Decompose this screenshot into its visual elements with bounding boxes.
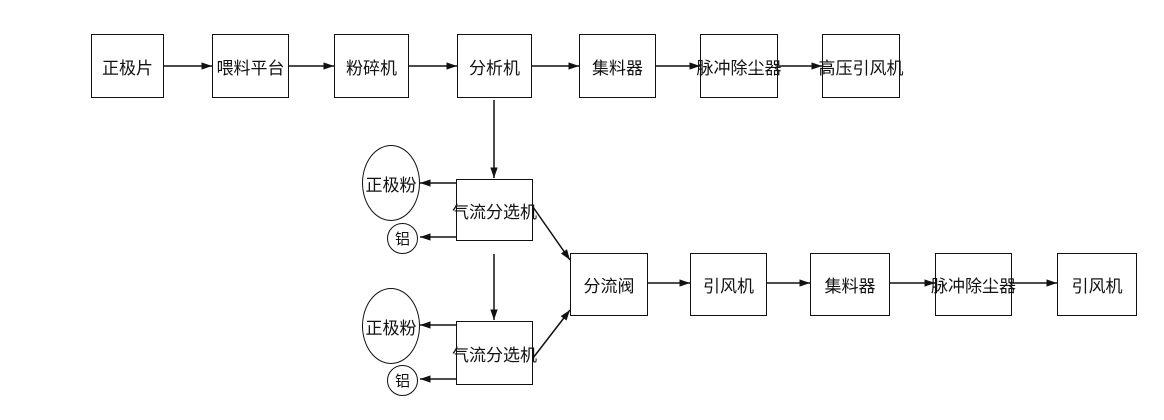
edge-separator-1-to-diverter <box>532 206 571 261</box>
node-diverter-valve: 分流阀 <box>570 253 648 316</box>
node-crusher: 粉碎机 <box>334 34 409 98</box>
node-positive-powder-1: 正极粉 <box>362 145 420 221</box>
node-collector-bottom: 集料器 <box>810 253 890 316</box>
node-pulse-dust-remover-top: 脉冲除尘器 <box>697 34 782 98</box>
node-induced-fan-2: 引风机 <box>1057 253 1137 316</box>
edge-separator-2-to-diverter <box>532 309 571 359</box>
node-collector-top: 集料器 <box>579 34 656 98</box>
node-air-separator-2: 气流分选机 <box>452 321 537 385</box>
node-aluminum-1: 铝 <box>387 223 418 254</box>
node-air-separator-1: 气流分选机 <box>452 179 537 241</box>
node-aluminum-2: 铝 <box>387 365 418 396</box>
node-feeding-platform: 喂料平台 <box>212 34 289 98</box>
node-induced-fan-1: 引风机 <box>690 253 767 316</box>
node-positive-sheet: 正极片 <box>91 34 164 98</box>
node-hp-induced-fan: 高压引风机 <box>819 34 904 98</box>
node-positive-powder-2: 正极粉 <box>362 288 420 364</box>
node-pulse-dust-remover-bottom: 脉冲除尘器 <box>931 253 1016 316</box>
node-analyzer: 分析机 <box>457 34 532 98</box>
